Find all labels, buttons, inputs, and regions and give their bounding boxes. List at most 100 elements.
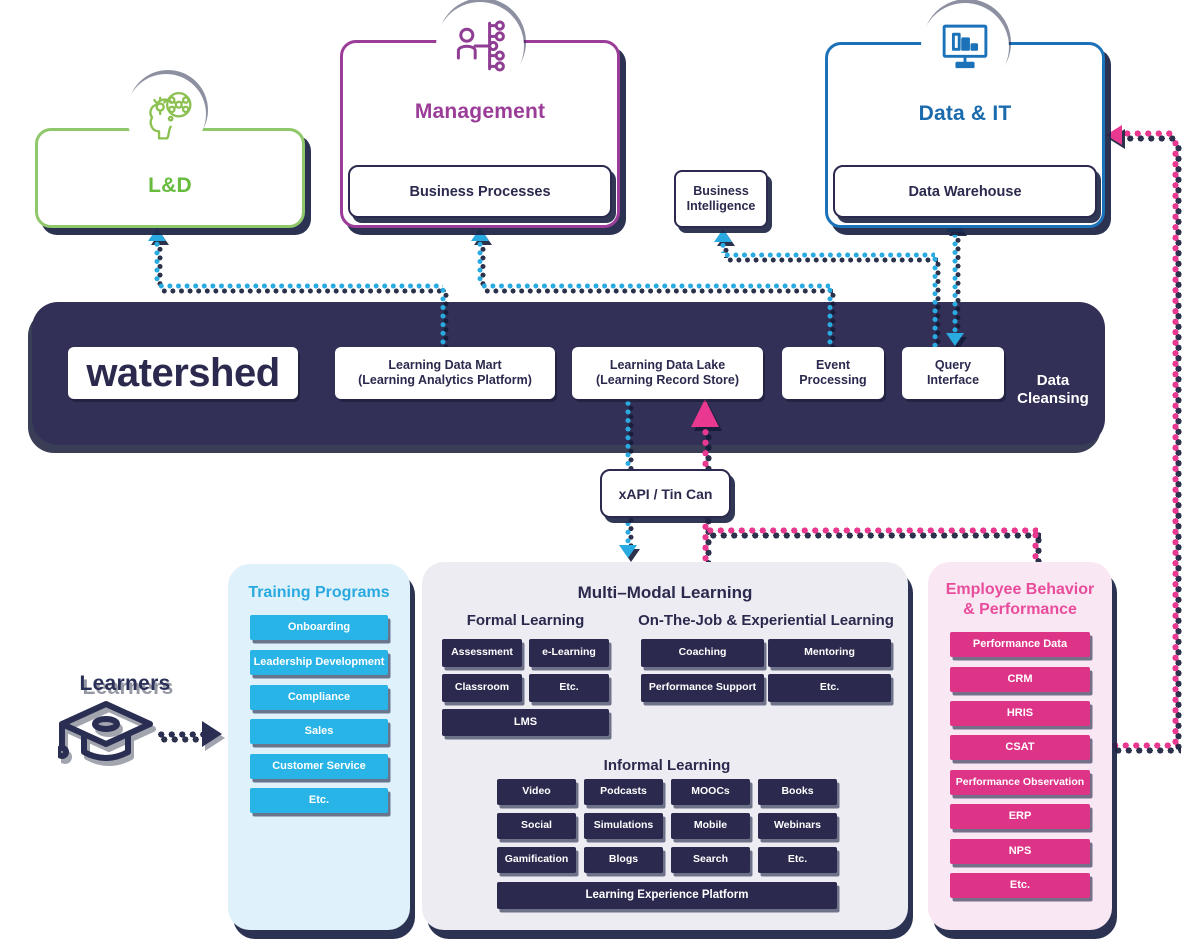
- arrow-down-into-multimodal: [619, 545, 637, 558]
- informal-item: Gamification: [497, 847, 576, 873]
- business-intelligence-line1: Business: [693, 184, 749, 198]
- informal-item-wide: Learning Experience Platform: [497, 882, 837, 909]
- data-cleansing-line2: Cleansing: [1017, 390, 1089, 407]
- event-processing-line1: Event: [815, 358, 851, 372]
- business-intelligence-box: Business Intelligence: [674, 170, 768, 228]
- graduation-cap-icon: [58, 701, 153, 761]
- informal-item: Social: [497, 813, 576, 839]
- employee-header-line1: Employee Behavior: [945, 581, 1095, 598]
- training-item: Customer Service: [250, 754, 388, 779]
- head-with-idea-network-icon: [149, 91, 192, 140]
- query-interface-line1: Query: [934, 358, 972, 372]
- watershed-logo: watershed: [86, 350, 280, 395]
- management-icon-circle: [436, 2, 524, 90]
- connector-bi-vertical: [720, 241, 726, 253]
- multi-modal-title: Multi–Modal Learning: [577, 583, 753, 602]
- employee-item: ERP: [950, 804, 1090, 829]
- training-item: Leadership Development: [250, 650, 388, 675]
- informal-item: Books: [758, 779, 837, 805]
- arrow-up-into-datalake: [691, 399, 719, 427]
- query-interface-line2: Interface: [926, 373, 980, 387]
- otj-item: Etc.: [768, 674, 891, 702]
- learners-dotted-line: [156, 731, 202, 738]
- informal-item: Mobile: [671, 813, 750, 839]
- data-it-label: Data & IT: [918, 102, 1012, 125]
- informal-item: Etc.: [758, 847, 837, 873]
- management-label: Management: [414, 100, 546, 123]
- arrow-right-into-training: [202, 721, 222, 747]
- connector-eventproc-to-management: [480, 283, 830, 289]
- event-processing-line2: Processing: [799, 373, 867, 387]
- informal-item: Podcasts: [584, 779, 663, 805]
- arrow-up-into-management: [471, 228, 489, 241]
- employee-header-line2: & Performance: [963, 601, 1077, 618]
- data-lake-line1: Learning Data Lake: [609, 358, 726, 372]
- data-cleansing-label: Data Cleansing: [1000, 372, 1106, 408]
- formal-learning-header: Formal Learning: [466, 612, 585, 629]
- on-the-job-header: On-The-Job & Experiential Learning: [638, 612, 894, 629]
- formal-item-wide: LMS: [442, 709, 609, 736]
- connector-into-datait-horizontal: [1122, 130, 1176, 137]
- otj-item: Coaching: [641, 639, 764, 667]
- informal-item: MOOCs: [671, 779, 750, 805]
- arrow-up-into-business-intelligence: [714, 229, 732, 242]
- learning-data-lake-box: Learning Data Lake (Learning Record Stor…: [572, 347, 763, 399]
- training-item: Onboarding: [250, 615, 388, 640]
- employee-item: HRIS: [950, 701, 1090, 726]
- formal-item: Classroom: [442, 674, 522, 702]
- learning-data-mart-box: Learning Data Mart (Learning Analytics P…: [335, 347, 555, 399]
- data-mart-line2: (Learning Analytics Platform): [358, 373, 532, 387]
- data-lake-line2: (Learning Record Store): [595, 373, 740, 387]
- employee-item: CRM: [950, 667, 1090, 692]
- employee-item: Performance Observation: [950, 770, 1090, 795]
- informal-learning-header: Informal Learning: [603, 757, 731, 774]
- connector-eventproc-vertical: [827, 286, 833, 348]
- watershed-logo-box: watershed: [68, 347, 298, 399]
- informal-item: Webinars: [758, 813, 837, 839]
- otj-item: Mentoring: [768, 639, 891, 667]
- connector-datamart-vertical: [440, 286, 446, 348]
- informal-item: Video: [497, 779, 576, 805]
- formal-item: Assessment: [442, 639, 522, 667]
- connector-employee-top-vertical: [1032, 530, 1039, 562]
- training-item: Sales: [250, 719, 388, 744]
- arrow-down-into-query-interface: [946, 333, 964, 346]
- data-it-icon-circle: [921, 3, 1009, 91]
- connector-query-to-bi: [723, 252, 935, 258]
- connector-query-vertical: [932, 255, 938, 348]
- employee-behavior-header: Employee Behavior & Performance: [928, 580, 1112, 620]
- employee-item: Etc.: [950, 873, 1090, 898]
- learners-label: Learners: [79, 672, 171, 695]
- employee-item: Performance Data: [950, 632, 1090, 657]
- training-item: Etc.: [250, 788, 388, 813]
- xapi-label: xAPI / Tin Can: [618, 485, 713, 502]
- lnd-icon-circle: [126, 74, 206, 154]
- training-item: Compliance: [250, 685, 388, 710]
- arrow-left-into-data-it: [1106, 125, 1122, 145]
- connector-right-loop-vertical: [1172, 138, 1179, 746]
- connector-employee-right-horizontal: [1110, 742, 1178, 749]
- monitor-bar-chart-icon: [942, 24, 988, 69]
- connector-warehouse-query-vertical: [952, 231, 958, 333]
- business-intelligence-line2: Intelligence: [686, 199, 756, 213]
- person-org-chart-icon: [456, 20, 505, 72]
- business-processes-label: Business Processes: [409, 183, 551, 200]
- connector-datamart-to-lnd: [157, 283, 443, 289]
- employee-item: NPS: [950, 839, 1090, 864]
- connector-management-vertical: [477, 240, 483, 284]
- data-cleansing-line1: Data: [1036, 372, 1070, 389]
- query-interface-box: Query Interface: [902, 347, 1004, 399]
- informal-item: Blogs: [584, 847, 663, 873]
- data-warehouse-box: Data Warehouse: [833, 165, 1097, 218]
- business-processes-box: Business Processes: [348, 165, 612, 218]
- arrow-up-into-lnd: [148, 228, 166, 241]
- informal-item: Simulations: [584, 813, 663, 839]
- event-processing-box: Event Processing: [782, 347, 884, 399]
- otj-item: Performance Support: [641, 674, 764, 702]
- connector-lnd-vertical: [154, 240, 160, 284]
- informal-item: Search: [671, 847, 750, 873]
- formal-item: Etc.: [529, 674, 609, 702]
- data-mart-line1: Learning Data Mart: [388, 358, 502, 372]
- formal-item: e-Learning: [529, 639, 609, 667]
